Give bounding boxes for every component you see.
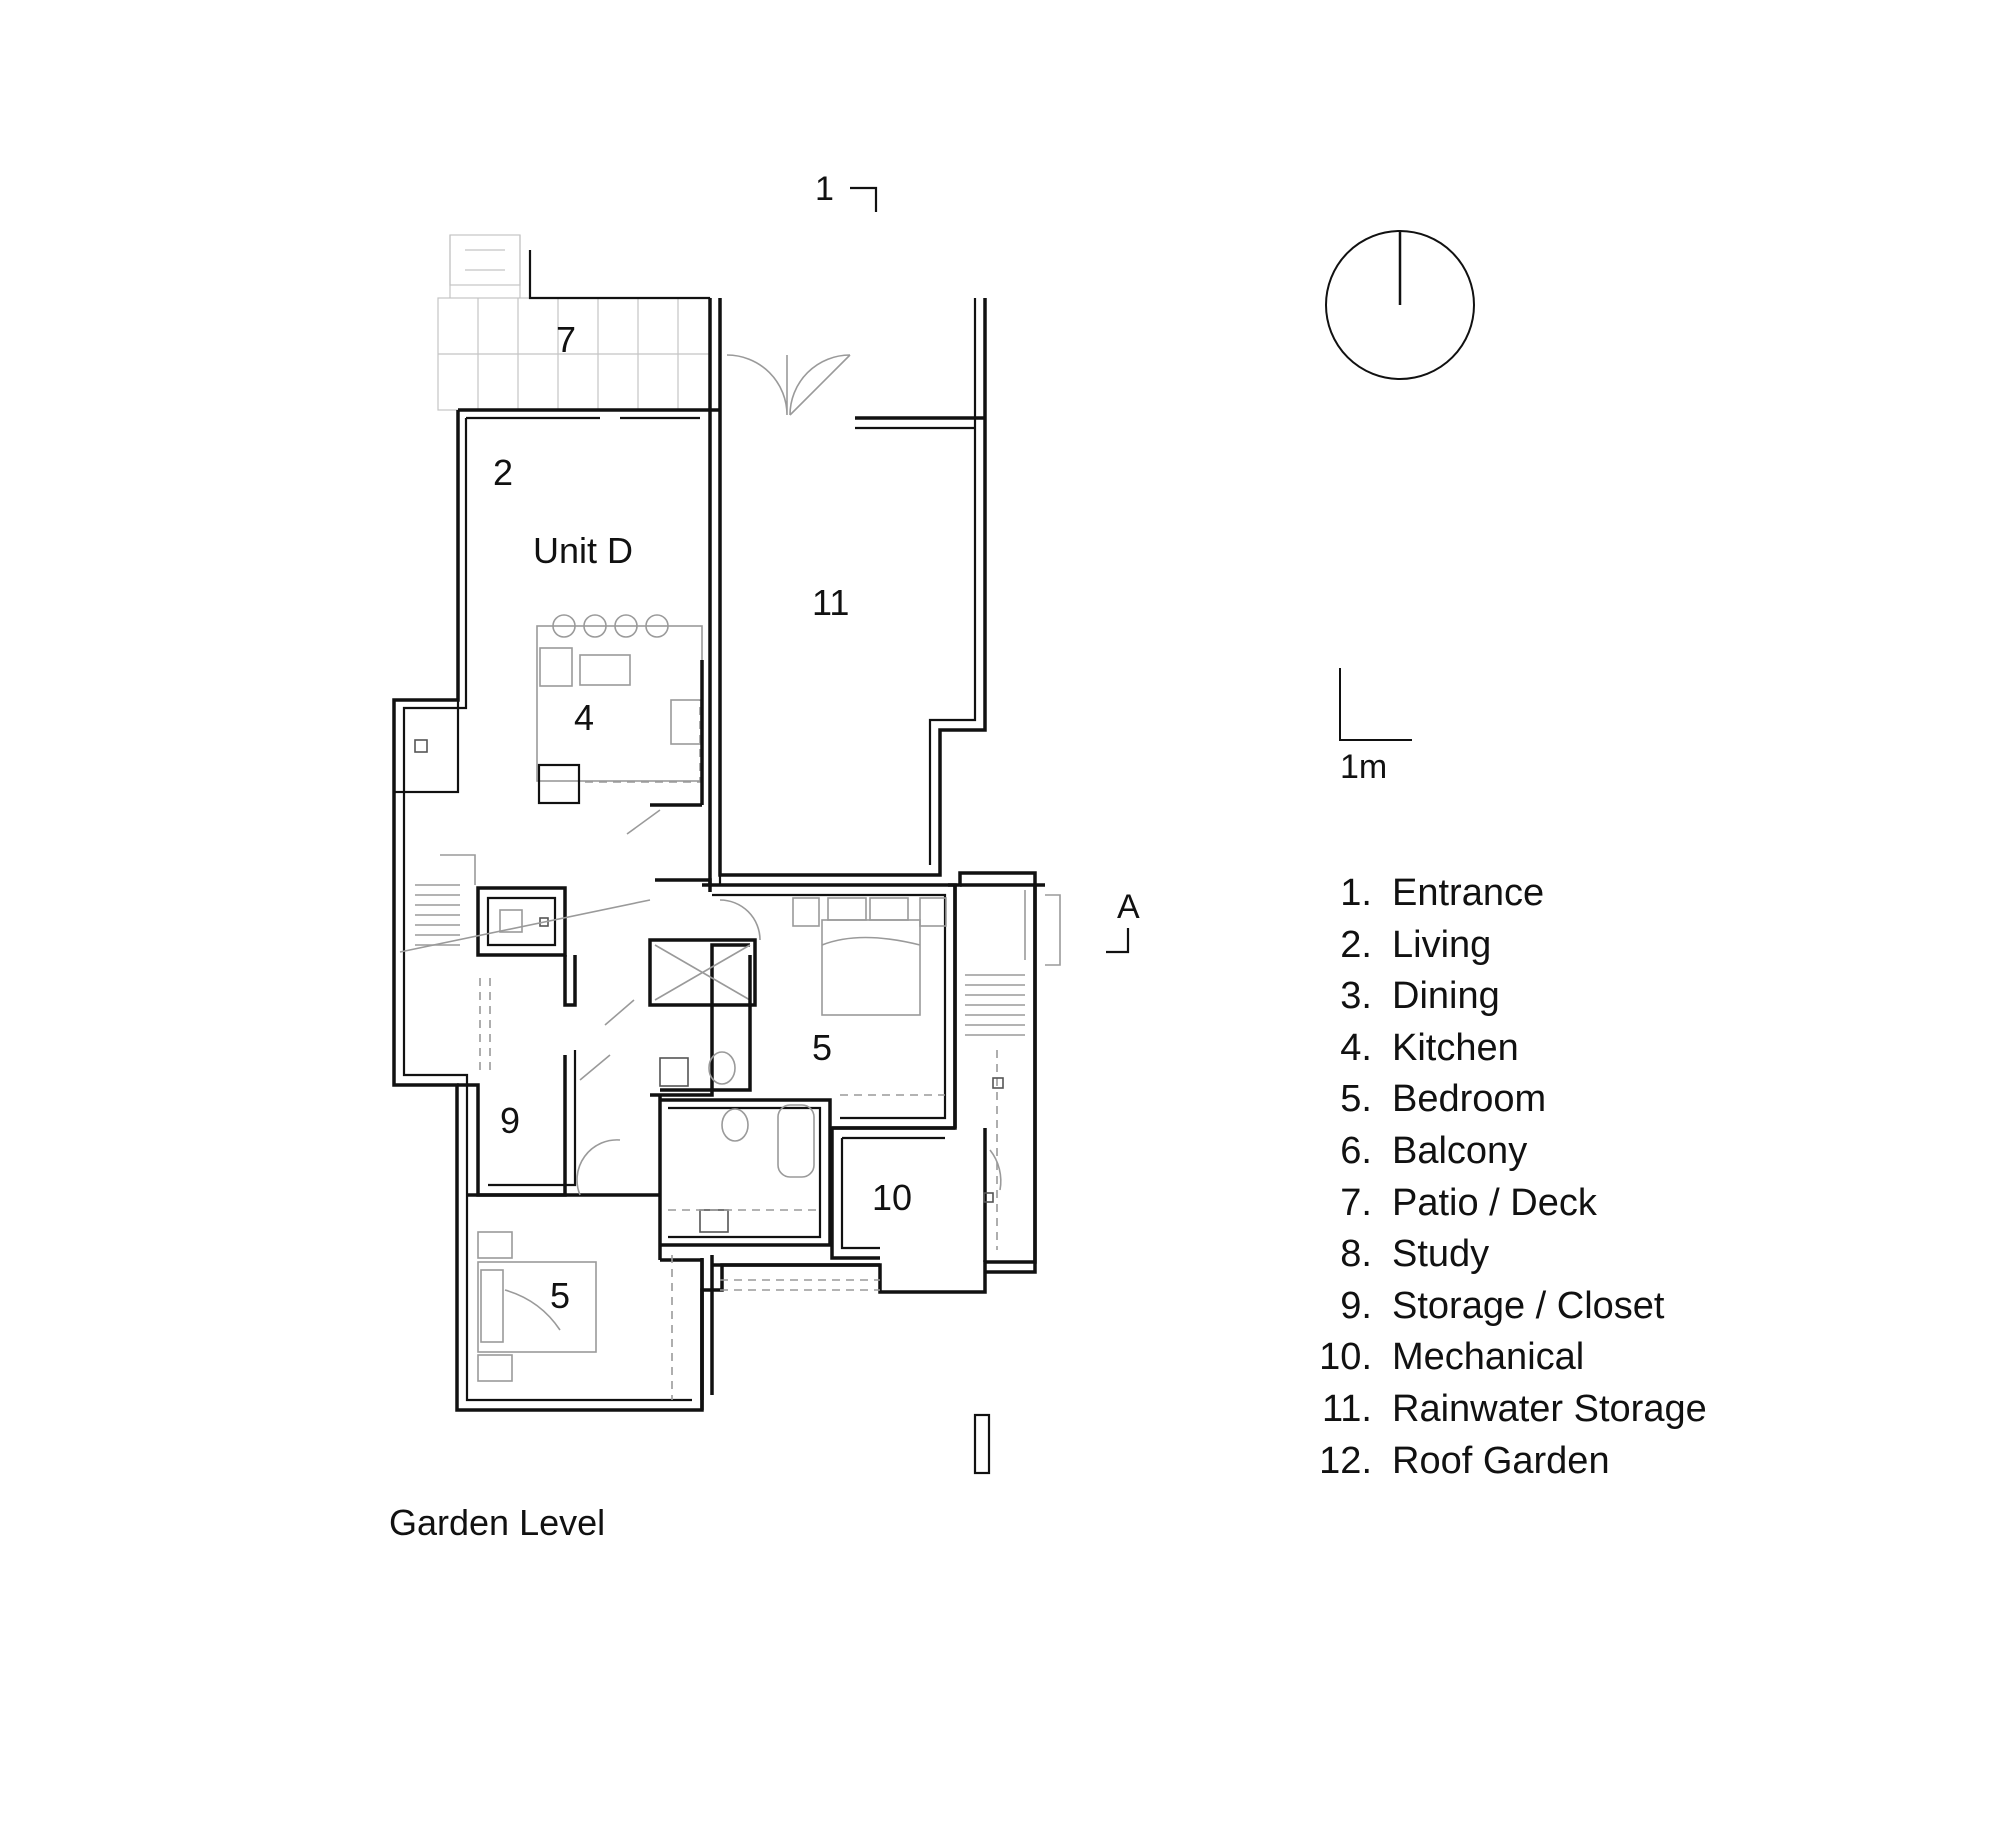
section-1-label: 1 <box>815 170 834 208</box>
post-element <box>973 1413 991 1475</box>
section-a-label: A <box>1117 888 1140 926</box>
room-number-living: 2 <box>493 452 513 493</box>
legend-item: 11.Rainwater Storage <box>1321 1387 1707 1430</box>
room-legend: 1.Entrance 2.Living 3.Dining 4.Kitchen 5… <box>1310 868 1707 1487</box>
legend-item: 8.Study <box>1340 1233 1490 1276</box>
section-marker-a: A <box>1106 888 1140 954</box>
room-number-bedroom-lower: 5 <box>550 1275 570 1316</box>
plan-caption: Garden Level <box>389 1502 606 1543</box>
unit-label: Unit D <box>533 530 633 571</box>
stair-right <box>953 883 1061 1274</box>
room-number-bedroom-main: 5 <box>812 1027 832 1068</box>
legend-item: 3.Dining <box>1340 975 1500 1018</box>
mechanical-room <box>830 1126 1002 1260</box>
legend-item: 5.Bedroom <box>1340 1078 1547 1121</box>
room-number-kitchen: 4 <box>574 697 594 738</box>
legend-item: 2.Living <box>1340 923 1492 966</box>
scale-bar-icon <box>1339 668 1412 741</box>
exterior-walls <box>392 298 1037 1412</box>
section-1-tick <box>850 186 878 212</box>
legend-item: 12.Roof Garden <box>1319 1439 1610 1482</box>
lower-strip <box>700 1258 880 1400</box>
north-arrow-icon <box>1325 230 1475 380</box>
left-alcove <box>392 698 460 794</box>
legend-item: 7.Patio / Deck <box>1340 1181 1597 1224</box>
legend-item: 10.Mechanical <box>1319 1336 1585 1379</box>
room-number-patio: 7 <box>556 319 576 360</box>
room-number-storage: 9 <box>500 1100 520 1141</box>
room-number-rainwater: 11 <box>812 582 849 623</box>
bedroom-lower <box>468 1139 673 1400</box>
bath-core <box>648 938 832 1247</box>
scale-label: 1m <box>1340 748 1388 786</box>
section-marker-1: 1 <box>815 170 878 212</box>
legend-item: 4.Kitchen <box>1340 1026 1519 1069</box>
stair-left <box>399 854 651 953</box>
room-number-mechanical: 10 <box>872 1177 912 1218</box>
legend-item: 6.Balcony <box>1340 1129 1528 1172</box>
legend-item: 1.Entrance <box>1340 872 1545 914</box>
section-a-tick <box>1106 928 1130 954</box>
kitchen-fixtures <box>536 614 704 805</box>
legend-item: 9.Storage / Closet <box>1340 1284 1665 1327</box>
